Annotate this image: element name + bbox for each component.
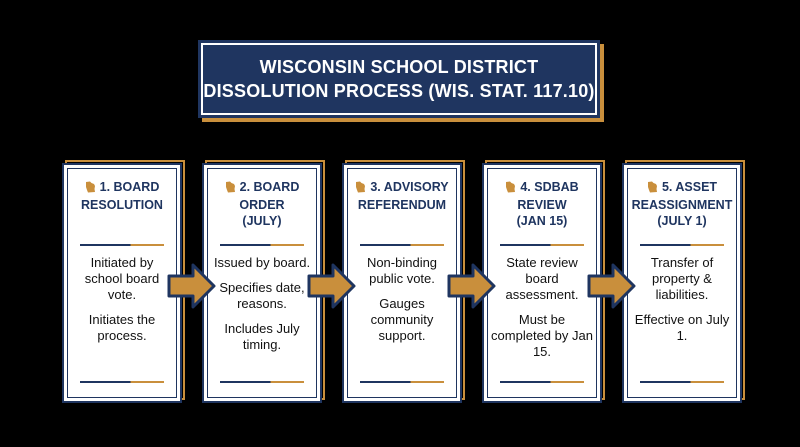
step-body-text: Non-binding public vote. <box>366 255 438 286</box>
step-card-4: 4. SDBAB REVIEW (JAN 15) State review bo… <box>482 160 605 403</box>
step-heading-line: REFERENDUM <box>357 198 447 212</box>
step-heading-line: (JULY 1) <box>657 214 707 228</box>
card-panel: 4. SDBAB REVIEW (JAN 15) State review bo… <box>482 163 602 403</box>
card-panel: 1. BOARD RESOLUTION Initiated by school … <box>62 163 182 403</box>
divider-bottom <box>500 381 584 383</box>
step-heading-line: REVIEW <box>517 198 567 212</box>
step-card-3: 3. ADVISORY REFERENDUM Non-binding publi… <box>342 160 465 403</box>
step-body-text: Transfer of property & liabilities. <box>650 255 714 302</box>
step-heading-line: (JAN 15) <box>516 214 568 228</box>
step-body-text: Initiated by school board vote. <box>84 255 160 302</box>
wisconsin-state-icon <box>85 181 96 197</box>
card-panel: 2. BOARD ORDER (JULY) Issued by board. S… <box>202 163 322 403</box>
step-body-text: Specifies date, reasons. <box>219 280 305 311</box>
step-card-2: 2. BOARD ORDER (JULY) Issued by board. S… <box>202 160 325 403</box>
step-card-1: 1. BOARD RESOLUTION Initiated by school … <box>62 160 185 403</box>
step-body-text: Includes July timing. <box>224 321 300 352</box>
divider-top <box>220 244 304 246</box>
step-heading-line: 4. SDBAB <box>520 180 579 194</box>
step-body-text: Issued by board. <box>213 255 311 270</box>
divider-top <box>500 244 584 246</box>
wisconsin-state-icon <box>355 181 366 197</box>
step-card-5: 5. ASSET REASSIGNMENT (JULY 1) Transfer … <box>622 160 745 403</box>
step-heading-line: 2. BOARD <box>239 180 300 194</box>
flow-arrow-icon <box>307 263 356 309</box>
step-body-text: Gauges community support. <box>370 296 434 343</box>
divider-top <box>80 244 164 246</box>
step-heading-line: (JULY) <box>242 214 282 228</box>
step-heading-line: RESOLUTION <box>81 198 163 212</box>
flow-arrow-icon <box>587 263 636 309</box>
step-heading-line: ORDER <box>239 198 285 212</box>
step-body: Initiated by school board vote. Initiate… <box>64 255 180 353</box>
step-heading-line: 5. ASSET <box>661 180 718 194</box>
flow-arrow-icon <box>447 263 496 309</box>
step-heading: 2. BOARD ORDER (JULY) <box>204 179 320 229</box>
step-heading: 4. SDBAB REVIEW (JAN 15) <box>484 179 600 229</box>
step-body: State review board assessment. Must be c… <box>484 255 600 369</box>
wisconsin-state-icon <box>647 181 658 197</box>
diagram-title: WISCONSIN SCHOOL DISTRICT DISSOLUTION PR… <box>201 43 597 115</box>
divider-top <box>640 244 724 246</box>
card-panel: 3. ADVISORY REFERENDUM Non-binding publi… <box>342 163 462 403</box>
card-panel: 5. ASSET REASSIGNMENT (JULY 1) Transfer … <box>622 163 742 403</box>
divider-top <box>360 244 444 246</box>
step-heading-line: 1. BOARD <box>99 180 160 194</box>
step-body-text: Must be completed by Jan 15. <box>491 312 593 359</box>
title-line-1: WISCONSIN SCHOOL DISTRICT <box>259 57 539 77</box>
step-body: Issued by board. Specifies date, reasons… <box>204 255 320 362</box>
step-heading: 5. ASSET REASSIGNMENT (JULY 1) <box>624 179 740 229</box>
step-heading-line: 3. ADVISORY <box>370 180 449 194</box>
title-line-2: DISSOLUTION PROCESS (WIS. STAT. 117.10) <box>203 81 595 101</box>
step-body-text: Effective on July 1. <box>634 312 730 343</box>
divider-bottom <box>640 381 724 383</box>
divider-bottom <box>360 381 444 383</box>
step-body-text: State review board assessment. <box>505 255 579 302</box>
divider-bottom <box>80 381 164 383</box>
step-heading: 3. ADVISORY REFERENDUM <box>344 179 460 213</box>
wisconsin-state-icon <box>225 181 236 197</box>
flow-arrow-icon <box>167 263 216 309</box>
step-body-text: Initiates the process. <box>88 312 156 343</box>
wisconsin-state-icon <box>505 181 516 197</box>
divider-bottom <box>220 381 304 383</box>
step-heading-line: REASSIGNMENT <box>631 198 733 212</box>
step-body: Non-binding public vote. Gauges communit… <box>344 255 460 353</box>
step-heading: 1. BOARD RESOLUTION <box>64 179 180 213</box>
step-body: Transfer of property & liabilities. Effe… <box>624 255 740 353</box>
